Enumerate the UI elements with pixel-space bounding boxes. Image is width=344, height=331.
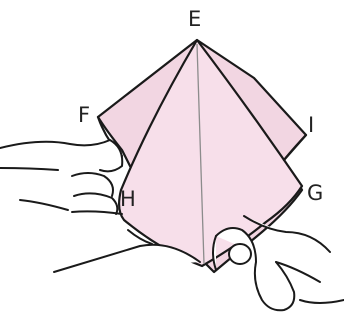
right-hand xyxy=(213,216,344,310)
thumb-nail xyxy=(229,244,251,264)
label-g: G xyxy=(307,181,323,205)
label-i: I xyxy=(308,113,314,137)
front-kite xyxy=(119,40,302,266)
label-h: H xyxy=(120,187,136,211)
label-e: E xyxy=(188,7,201,31)
label-f: F xyxy=(78,103,90,127)
